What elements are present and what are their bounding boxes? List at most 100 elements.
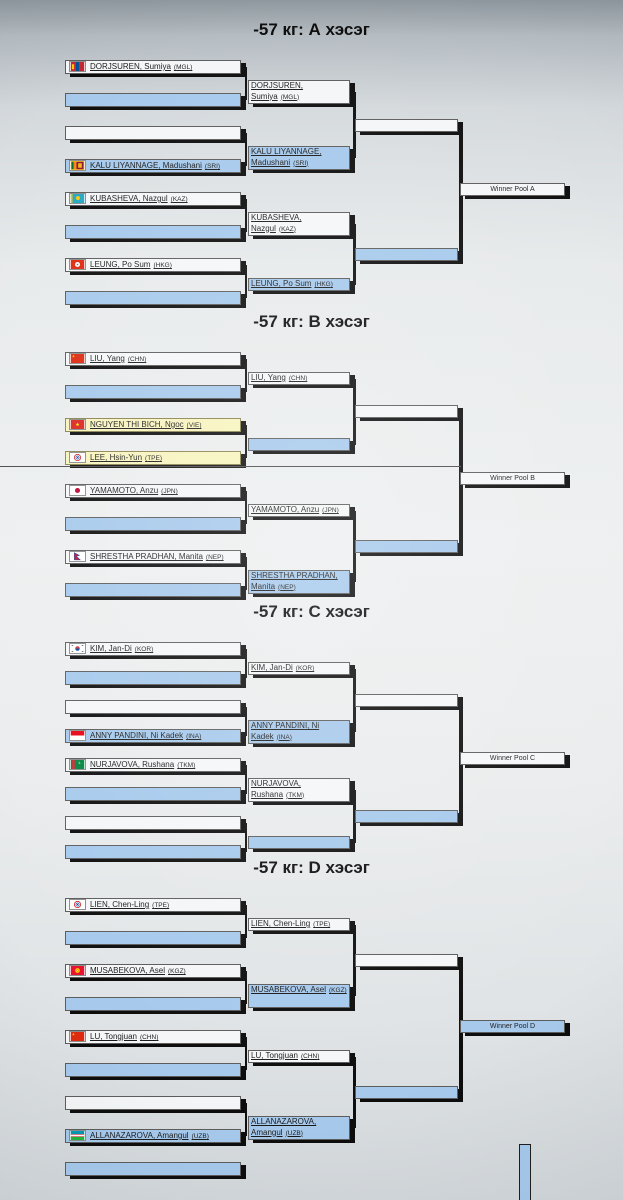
athlete-link[interactable]: DORJSUREN, SumiyaMGL	[90, 62, 192, 71]
athlete-link[interactable]: NURJAVOVA, RushanaTKM	[90, 760, 195, 769]
athlete-link[interactable]: LIU, YangCHN	[251, 373, 307, 382]
winner-slot-pool-c: Winner Pool C	[460, 751, 565, 765]
athlete-name: LEE, Hsin-Yun	[90, 453, 143, 462]
bracket-connector	[245, 765, 247, 794]
country-code: NEP	[278, 584, 296, 591]
athlete-link[interactable]: LIEN, Chen-LingTPE	[90, 900, 169, 909]
athlete-link[interactable]: YAMAMOTO, AnzuJPN	[251, 505, 339, 514]
empty-slot	[355, 539, 458, 553]
winner-slot-pool-d: Winner Pool D	[460, 1019, 565, 1033]
bracket-connector	[245, 557, 247, 590]
flag-icon-kgz	[69, 965, 86, 976]
bracket-connector	[245, 265, 247, 298]
bracket-connector	[245, 199, 247, 232]
athlete-slot: LIEN, Chen-LingTPE	[248, 918, 350, 931]
athlete-link[interactable]: LIEN, Chen-LingTPE	[251, 919, 330, 928]
bracket-connector	[353, 378, 356, 445]
country-code: HKG	[314, 281, 332, 288]
country-code: CHN	[289, 375, 307, 382]
athlete-name: LIU, Yang	[251, 373, 286, 382]
empty-slot	[65, 225, 241, 239]
bracket-connector	[353, 1056, 356, 1128]
athlete-link[interactable]: LU, TongjuanCHN	[251, 1051, 319, 1060]
athlete-link[interactable]: ALLANAZAROVA, AmangulUZB	[90, 1131, 209, 1140]
bracket-connector	[245, 133, 247, 166]
athlete-slot: SHRESTHA PRADHAN, ManitaNEP	[65, 550, 241, 564]
athlete-link[interactable]: LEUNG, Po SumHKG	[251, 279, 333, 288]
athlete-name: ANNY PANDINI, Ni Kadek	[90, 731, 184, 740]
empty-slot	[65, 385, 241, 399]
athlete-link[interactable]: ANNY PANDINI, Ni KadekINA	[251, 721, 319, 741]
country-code: KAZ	[171, 196, 188, 203]
athlete-link[interactable]: LU, TongjuanCHN	[90, 1032, 158, 1041]
athlete-slot: KIM, Jan-DiKOR	[65, 642, 241, 656]
athlete-name: ALLANAZAROVA, Amangul	[251, 1117, 317, 1137]
empty-slot	[65, 997, 241, 1011]
empty-slot	[65, 291, 241, 305]
athlete-link[interactable]: KUBASHEVA, NazgulKAZ	[251, 213, 302, 233]
athlete-name: NGUYEN THI BICH, Ngoc	[90, 420, 184, 429]
athlete-slot: YAMAMOTO, AnzuJPN	[248, 504, 350, 517]
bracket-connector	[245, 1037, 247, 1070]
athlete-link[interactable]: LEUNG, Po SumHKG	[90, 260, 172, 269]
athlete-link[interactable]: LEE, Hsin-YunTPE	[90, 453, 162, 462]
athlete-name: LIU, Yang	[90, 354, 125, 363]
bracket-connector	[245, 707, 247, 736]
athlete-slot: KUBASHEVA, NazgulKAZ	[248, 212, 350, 236]
athlete-link[interactable]: YAMAMOTO, AnzuJPN	[90, 486, 178, 495]
section-divider-line	[0, 466, 461, 467]
country-code: CHN	[128, 356, 146, 363]
empty-slot	[355, 405, 458, 418]
flag-icon-chn	[69, 353, 86, 364]
athlete-slot: NURJAVOVA, RushanaTKM	[248, 778, 350, 802]
flag-icon-ina	[69, 730, 86, 741]
athlete-link[interactable]: MUSABEKOVA, AselKGZ	[90, 966, 186, 975]
athlete-link[interactable]: KALU LIYANNAGE, MadushaniSRI	[90, 161, 220, 170]
winner-label: Winner Pool D	[489, 1022, 536, 1030]
empty-slot	[248, 438, 350, 451]
athlete-link[interactable]: KIM, Jan-DiKOR	[90, 644, 153, 653]
empty-slot	[65, 583, 241, 597]
athlete-link[interactable]: SHRESTHA PRADHAN, ManitaNEP	[251, 571, 338, 591]
athlete-link[interactable]: NGUYEN THI BICH, NgocVIE	[90, 420, 201, 429]
athlete-slot: LU, TongjuanCHN	[248, 1050, 350, 1063]
athlete-slot: ANNY PANDINI, Ni KadekINA	[248, 720, 350, 744]
athlete-link[interactable]: NURJAVOVA, RushanaTKM	[251, 779, 304, 799]
country-code: KGZ	[168, 968, 186, 975]
empty-slot	[355, 118, 458, 132]
athlete-name: KUBASHEVA, Nazgul	[90, 194, 168, 203]
athlete-link[interactable]: LIU, YangCHN	[90, 354, 146, 363]
athlete-link[interactable]: DORJSUREN, SumiyaMGL	[251, 81, 303, 101]
athlete-link[interactable]: ANNY PANDINI, Ni KadekINA	[90, 731, 201, 740]
country-code: INA	[277, 734, 292, 741]
country-code: MGL	[174, 64, 192, 71]
bracket-connector	[245, 905, 247, 938]
bracket-connector	[245, 1103, 247, 1136]
athlete-name: KALU LIYANNAGE, Madushani	[251, 147, 322, 167]
winner-label: Winner Pool B	[490, 475, 535, 483]
winner-label: Winner Pool A	[490, 186, 535, 194]
athlete-name: LU, Tongjuan	[90, 1032, 137, 1041]
country-code: TPE	[145, 455, 162, 462]
athlete-slot: DORJSUREN, SumiyaMGL	[65, 60, 241, 74]
athlete-slot: KIM, Jan-DiKOR	[248, 662, 350, 675]
pool-title-d: -57 кг: D хэсэг	[253, 858, 370, 877]
athlete-link[interactable]: KUBASHEVA, NazgulKAZ	[90, 194, 188, 203]
athlete-name: NURJAVOVA, Rushana	[251, 779, 301, 799]
athlete-link[interactable]: ALLANAZAROVA, AmangulUZB	[251, 1117, 316, 1137]
athlete-link[interactable]: KIM, Jan-DiKOR	[251, 663, 314, 672]
empty-slot	[355, 693, 458, 707]
athlete-link[interactable]: MUSABEKOVA, AselKGZ	[251, 985, 347, 994]
athlete-slot: LEE, Hsin-YunTPE	[65, 451, 241, 465]
empty-slot	[65, 845, 241, 859]
flag-icon-tkm	[69, 759, 86, 770]
country-code: KGZ	[329, 987, 347, 994]
athlete-slot: MUSABEKOVA, AselKGZ	[65, 964, 241, 978]
athlete-slot: ANNY PANDINI, Ni KadekINA	[65, 729, 241, 743]
athlete-slot: LIEN, Chen-LingTPE	[65, 898, 241, 912]
athlete-link[interactable]: SHRESTHA PRADHAN, ManitaNEP	[90, 552, 224, 561]
empty-slot	[355, 953, 458, 967]
athlete-link[interactable]: KALU LIYANNAGE, MadushaniSRI	[251, 147, 322, 167]
empty-slot	[65, 1063, 241, 1077]
